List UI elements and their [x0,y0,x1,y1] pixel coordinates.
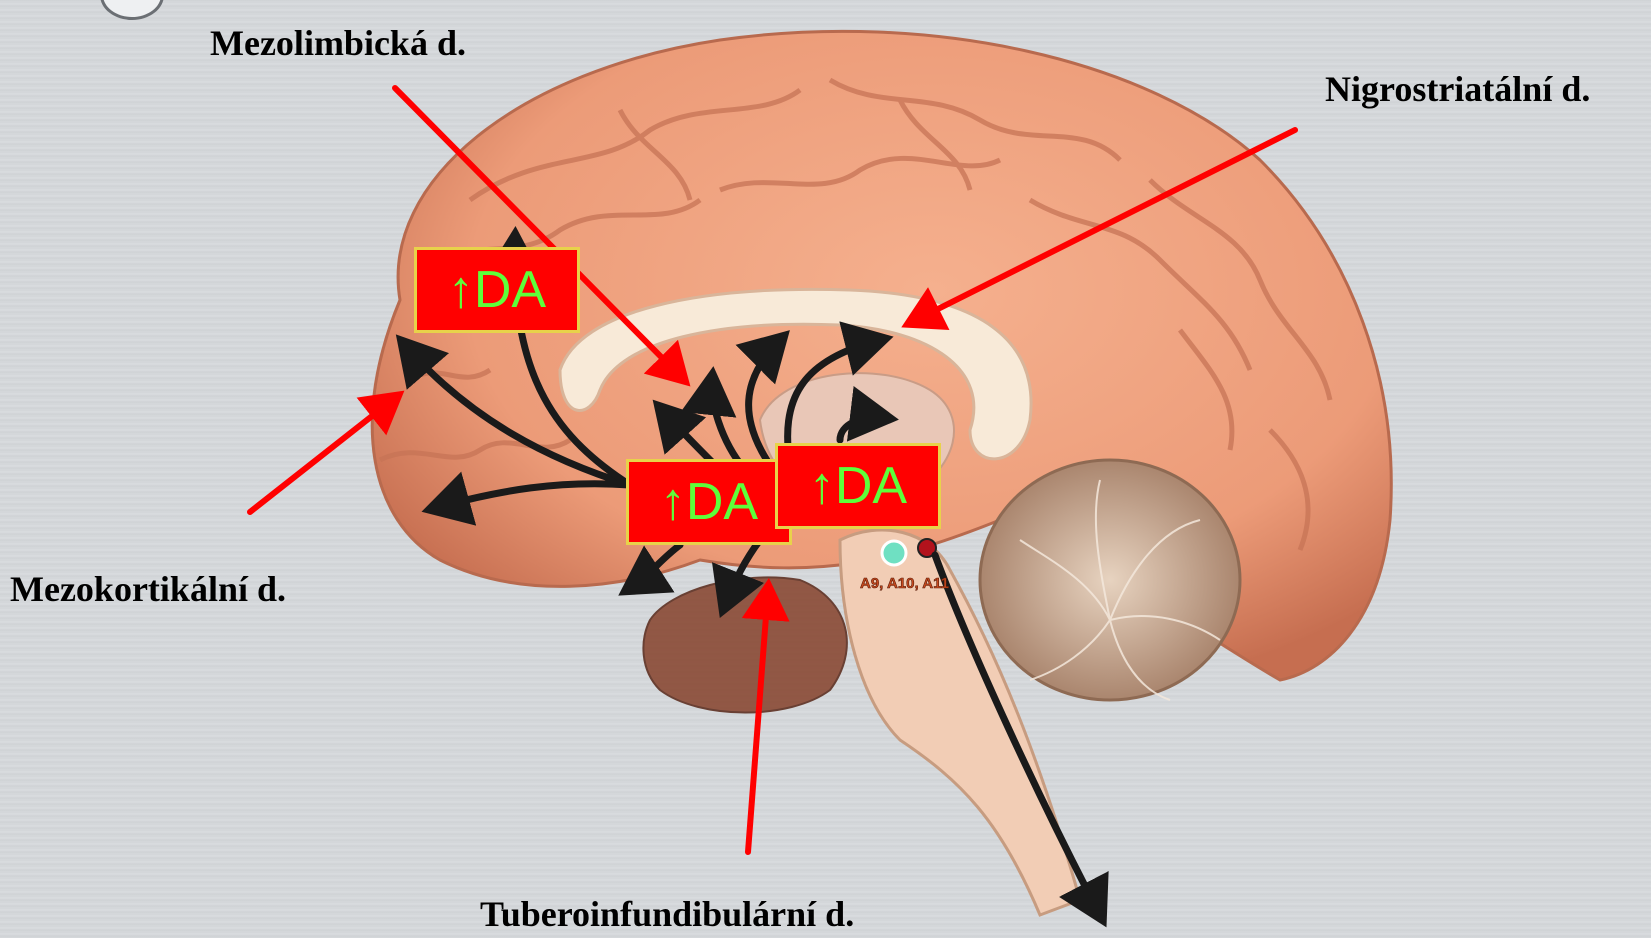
da-box-midbrain-left: ↑DA [626,459,792,545]
cerebellum [980,460,1240,700]
label-mesolimbic: Mezolimbická d. [210,22,466,64]
label-mesocortical: Mezokortikální d. [10,568,286,610]
nucleus-dot-a [882,541,906,565]
da-box-midbrain-right: ↑DA [775,443,941,529]
da-box-cortex: ↑DA [414,247,580,333]
nuclei-label: A9, A10, A11 [860,575,949,592]
hypothalamus-pituitary [643,577,846,712]
label-tuberoinfundibular: Tuberoinfundibulární d. [480,893,854,935]
label-nigrostriatal: Nigrostriatální d. [1325,68,1590,110]
